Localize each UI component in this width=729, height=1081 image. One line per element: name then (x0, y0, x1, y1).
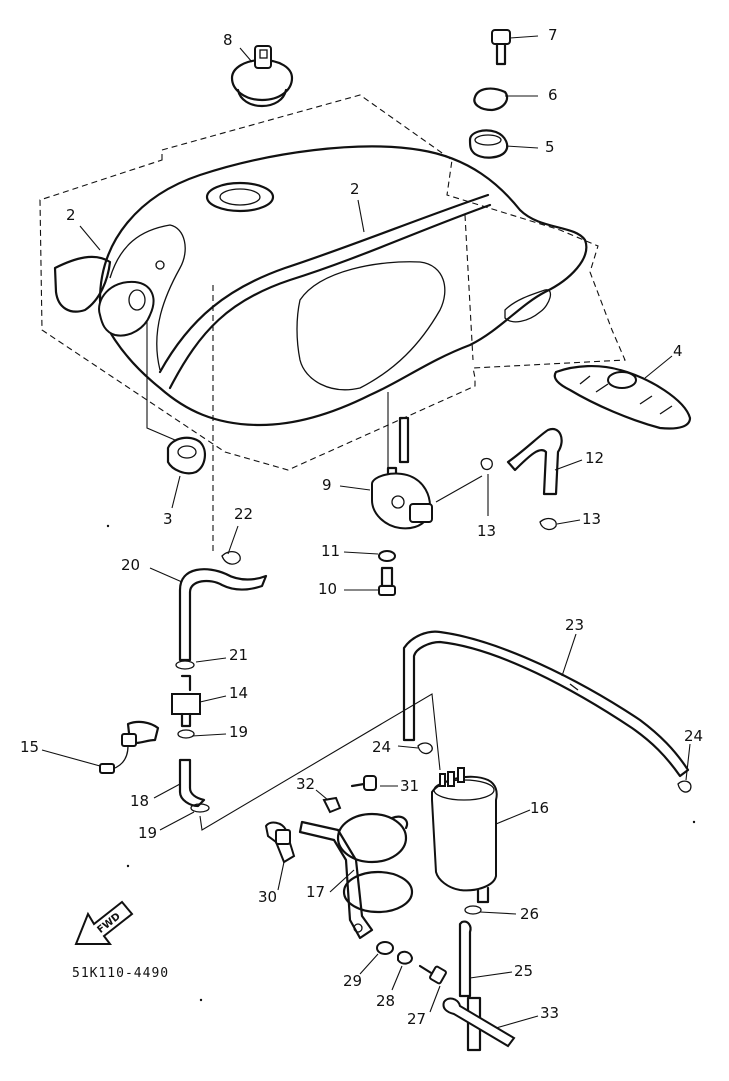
clamp-24b (677, 780, 692, 793)
tank-assembly-boundary (39, 94, 626, 471)
callout-32: 32 (296, 775, 316, 793)
callout-4: 4 (673, 342, 683, 360)
side-panel-left (53, 255, 112, 313)
clamp-26 (464, 905, 482, 915)
bracket-17 (298, 812, 414, 940)
leader-lines (41, 35, 691, 1029)
callout-8: 8 (223, 31, 233, 49)
hose-33 (442, 996, 516, 1052)
fuel-pump-16 (431, 767, 498, 904)
clamp-22 (221, 550, 241, 565)
fuel-tank (98, 145, 588, 427)
callout-19-a: 19 (229, 723, 249, 741)
callout-28: 28 (376, 992, 396, 1010)
callout-18: 18 (130, 792, 150, 810)
nut-28 (397, 950, 414, 965)
clamp-24a (417, 742, 433, 755)
callout-21: 21 (229, 646, 249, 664)
callout-5: 5 (545, 138, 555, 156)
clip-13b (539, 517, 557, 531)
routing-line (199, 693, 441, 831)
fuel-cock-9 (371, 416, 433, 530)
callout-29: 29 (343, 972, 363, 990)
tank-boundary-inner (464, 214, 474, 361)
diagram-part-number: 51K110-4490 (72, 966, 170, 981)
callout-20: 20 (121, 556, 141, 574)
callout-17: 17 (306, 883, 326, 901)
callout-3: 3 (163, 510, 173, 528)
callout-19-b: 19 (138, 824, 158, 842)
clamp-19a (177, 729, 195, 739)
callout-11: 11 (321, 542, 341, 560)
callout-2-left: 2 (66, 206, 76, 224)
fwd-arrow (74, 900, 134, 945)
bolt-7 (491, 29, 511, 66)
callout-25: 25 (514, 962, 534, 980)
callout-6: 6 (548, 86, 558, 104)
washer-11 (378, 550, 396, 562)
hose-12 (506, 427, 563, 496)
callout-24-a: 24 (372, 738, 392, 756)
callout-27: 27 (407, 1010, 427, 1028)
callout-22: 22 (234, 505, 254, 523)
clip-6 (473, 87, 509, 112)
grommet-5 (468, 129, 509, 159)
washer-29 (376, 941, 394, 955)
hose-23 (402, 630, 690, 778)
hose-25 (458, 920, 472, 998)
bolt-27 (418, 964, 447, 985)
damper-3 (166, 436, 206, 475)
callout-30: 30 (258, 888, 278, 906)
clamp-21 (175, 660, 195, 670)
nut-32 (322, 796, 342, 814)
callout-13-b: 13 (582, 510, 602, 528)
callout-31: 31 (400, 777, 420, 795)
callout-9: 9 (322, 476, 332, 494)
hose-20 (178, 568, 268, 662)
callout-14: 14 (229, 684, 249, 702)
callout-12: 12 (585, 449, 605, 467)
callout-10: 10 (318, 580, 338, 598)
callout-26: 26 (520, 905, 540, 923)
callout-13-a: 13 (477, 522, 497, 540)
sensor-15 (99, 720, 160, 774)
bracket-30 (264, 821, 296, 864)
fuel-filter-14 (171, 674, 201, 728)
bracket-4 (553, 364, 692, 430)
callout-7: 7 (548, 26, 558, 44)
callout-16: 16 (530, 799, 550, 817)
fuel-cap (230, 45, 294, 108)
clip-13a (480, 457, 493, 471)
callout-33: 33 (540, 1004, 560, 1022)
callout-23: 23 (565, 616, 585, 634)
hose-18 (178, 758, 206, 808)
callout-15: 15 (20, 738, 40, 756)
screw-10 (378, 566, 396, 596)
screw-31 (350, 775, 377, 791)
callout-2-center: 2 (350, 180, 360, 198)
callout-24-b: 24 (684, 727, 704, 745)
